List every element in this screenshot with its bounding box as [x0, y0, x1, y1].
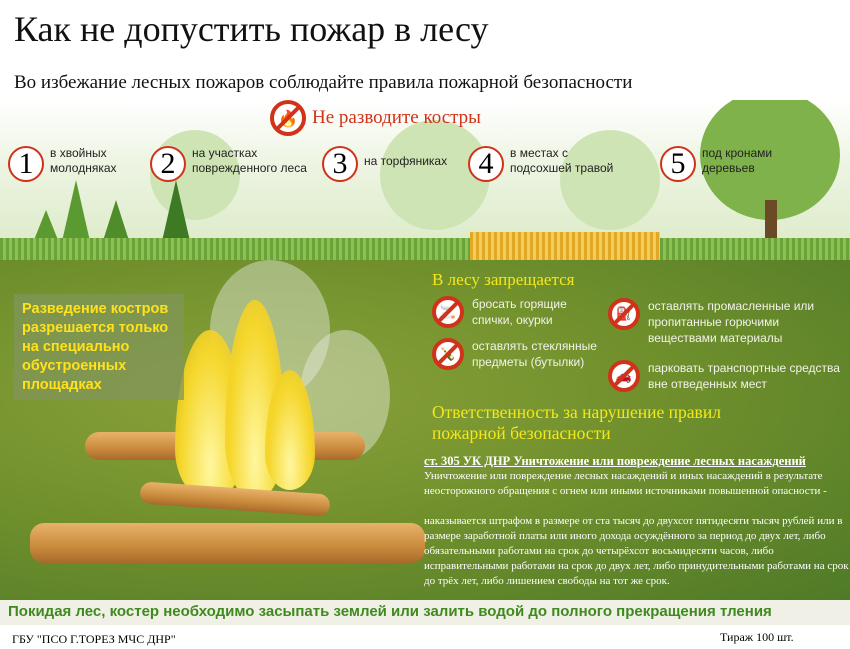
- footer-print-run: Тираж 100 шт.: [720, 630, 794, 644]
- no-bottles-icon: 🍾: [432, 338, 464, 370]
- no-fuel-canister-icon: ⛽: [608, 298, 640, 330]
- responsibility-title: Ответственность за нарушение правил пожа…: [432, 402, 721, 443]
- forest-illustration: [0, 100, 850, 250]
- footer-organization: ГБУ "ПСО Г.ТОРЕЗ МЧС ДНР": [12, 632, 176, 646]
- rule-text: оставлять стеклянные предметы (бутылки): [472, 339, 597, 369]
- allowed-campfire-note: Разведение костров разрешается только на…: [14, 294, 184, 400]
- rule-text: оставлять промасленные или пропитанные г…: [648, 299, 815, 345]
- forbidden-title: В лесу запрещается: [432, 270, 575, 289]
- place-text: в местах с подсохшей травой: [510, 146, 614, 175]
- page-title: Как не допустить пожар в лесу: [14, 9, 489, 49]
- forbidden-item: ⛽оставлять промасленные или пропитанные …: [608, 298, 843, 346]
- rule-text: парковать транспортные средства вне отве…: [648, 361, 840, 391]
- place-text: под кронами деревьев: [702, 146, 773, 175]
- place-text: в хвойных молодняках: [50, 146, 117, 175]
- forbidden-item: 🚬 бросать горящие спички, окурки: [432, 296, 602, 328]
- number-badge: 5: [660, 146, 696, 182]
- number-badge: 3: [322, 146, 358, 182]
- forbidden-item: 🍾 оставлять стеклянные предметы (бутылки): [432, 338, 602, 370]
- grass-strip: [0, 238, 850, 260]
- rule-text: бросать горящие спички, окурки: [472, 297, 567, 327]
- no-fire-icon: 🔥: [270, 100, 306, 136]
- place-text: на участках поврежденного леса: [192, 146, 307, 175]
- dry-grass: [470, 232, 660, 260]
- law-paragraph: наказывается штрафом в размере от ста ты…: [424, 515, 849, 587]
- law-heading: ст. 305 УК ДНР Уничтожение или поврежден…: [424, 454, 806, 468]
- number-badge: 2: [150, 146, 186, 182]
- number-badge: 1: [8, 146, 44, 182]
- no-car-icon: 🚗: [608, 360, 640, 392]
- log: [30, 523, 425, 563]
- subtitle: Во избежание лесных пожаров соблюдайте п…: [14, 72, 633, 93]
- place-text: на торфяниках: [364, 154, 448, 168]
- law-text: ст. 305 УК ДНР Уничтожение или поврежден…: [424, 454, 849, 589]
- no-fire-label: Не разводите костры: [312, 107, 481, 128]
- place-item-3: 3 на торфяниках: [322, 146, 484, 182]
- law-paragraph: Уничтожение или повреждение лесных насаж…: [424, 470, 827, 497]
- no-campfire-sign: 🔥 Не разводите костры: [270, 100, 481, 136]
- forbidden-item: 🚗 парковать транспортные средства вне отв…: [608, 360, 848, 392]
- number-badge: 4: [468, 146, 504, 182]
- bottom-banner: Покидая лес, костер необходимо засыпать …: [0, 600, 850, 625]
- no-matches-icon: 🚬: [432, 296, 464, 328]
